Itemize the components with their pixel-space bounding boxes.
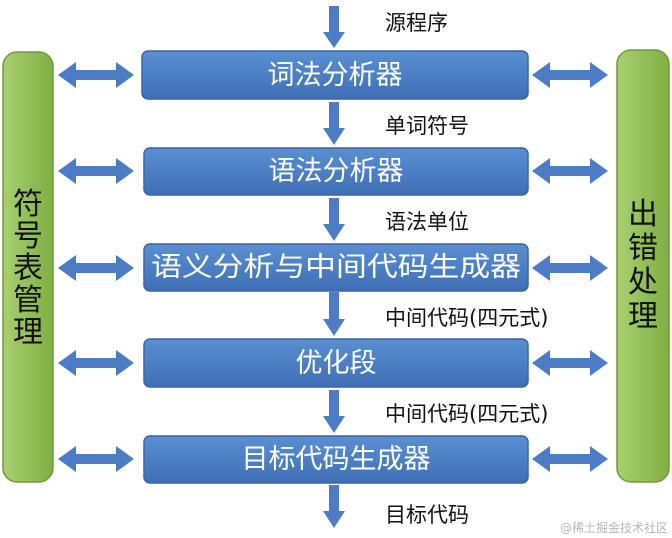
right-double-arrow-icon: [532, 255, 608, 281]
right-double-arrow-icon: [532, 446, 608, 472]
stage-label: 目标代码生成器: [242, 444, 431, 475]
right-double-arrow-icon: [532, 62, 608, 88]
down-arrow-icon: [323, 390, 345, 433]
stage-output-label: 中间代码(四元式): [385, 306, 548, 330]
left-double-arrow-icon: [58, 350, 134, 376]
symbol-table-char: 表: [13, 251, 43, 286]
error-handling-char: 错: [628, 231, 658, 266]
left-double-arrow-icon: [58, 62, 134, 88]
stage-output-label: 单词符号: [385, 114, 469, 138]
stage-box-semantic-analyzer: 语义分析与中间代码生成器: [143, 243, 529, 292]
stage-box-optimizer: 优化段: [143, 338, 529, 388]
down-arrow-icon: [323, 198, 345, 241]
symbol-table-panel: [2, 51, 54, 483]
stage-output-label: 目标代码: [385, 503, 469, 527]
down-arrow-icon: [323, 102, 345, 145]
stage-box-parser: 语法分析器: [143, 147, 529, 196]
right-double-arrow-icon: [532, 350, 608, 376]
down-arrow-icon: [323, 485, 345, 528]
error-handling-char: 处: [628, 265, 658, 300]
right-connectors: [532, 62, 608, 472]
stage-label: 词法分析器: [268, 60, 403, 91]
error-handling-panel: [616, 49, 670, 483]
left-double-arrow-icon: [58, 446, 134, 472]
stage-output-label: 中间代码(四元式): [385, 402, 548, 426]
error-handling-char: 出: [628, 197, 658, 232]
stage-box-code-generator: 目标代码生成器: [143, 435, 529, 484]
error-handling-char: 理: [628, 299, 658, 334]
left-double-arrow-icon: [58, 255, 134, 281]
stage-output-label: 语法单位: [385, 210, 469, 234]
symbol-table-char: 号: [13, 219, 43, 254]
symbol-table-char: 理: [13, 315, 43, 350]
stage-label: 语义分析与中间代码生成器: [151, 252, 521, 283]
stage-label: 优化段: [296, 348, 377, 379]
left-connectors: [58, 62, 134, 472]
stage-box-lexer: 词法分析器: [141, 50, 529, 100]
symbol-table-char: 符: [13, 187, 43, 222]
down-arrow-icon: [323, 292, 345, 336]
flow-arrows: [323, 6, 345, 528]
down-arrow-icon: [323, 6, 345, 48]
symbol-table-char: 管: [13, 283, 43, 318]
input-label: 源程序: [385, 11, 448, 35]
error-handling-label: 出 错 处 理: [628, 197, 658, 334]
stage-label: 语法分析器: [269, 156, 404, 187]
left-double-arrow-icon: [58, 158, 134, 184]
watermark: @稀土掘金技术社区: [560, 520, 668, 535]
right-double-arrow-icon: [532, 158, 608, 184]
symbol-table-label: 符 号 表 管 理: [13, 187, 43, 350]
